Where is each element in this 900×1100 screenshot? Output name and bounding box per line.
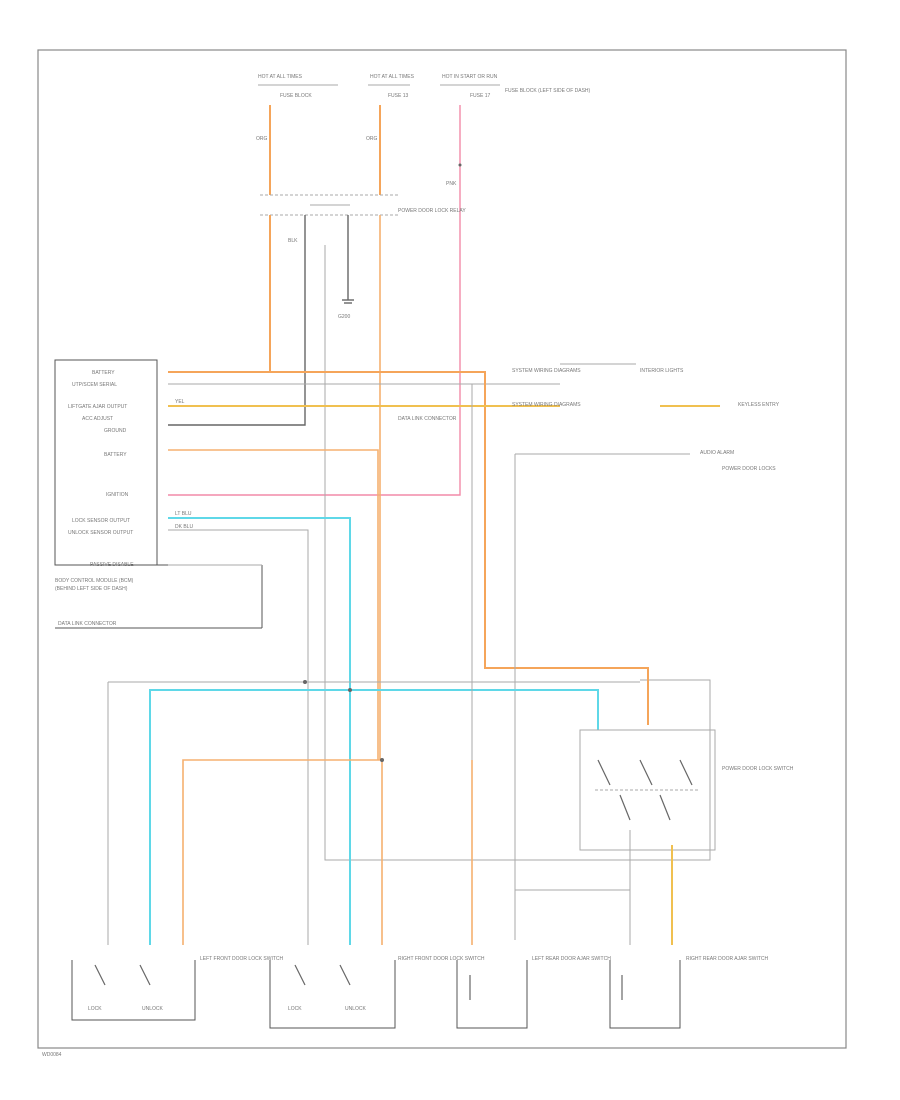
switch-lr: LEFT REAR DOOR AJAR SWITCH: [456, 956, 611, 1029]
bcm-name: BODY CONTROL MODULE (BCM): [55, 578, 134, 584]
wl-org-2: ORG: [366, 136, 378, 142]
wire-cyan-lock: [168, 517, 351, 945]
lf-switch-name: LEFT FRONT DOOR LOCK SWITCH: [200, 956, 284, 962]
wl-yel: YEL: [175, 399, 185, 405]
ref-1: SYSTEM WIRING DIAGRAMS: [512, 368, 581, 374]
bcm-location: (BEHIND LEFT SIDE OF DASH): [55, 586, 128, 592]
fuse-1-label: HOT AT ALL TIMES: [258, 74, 303, 80]
rf-switch-name: RIGHT FRONT DOOR LOCK SWITCH: [398, 956, 485, 962]
switch-rf: RIGHT FRONT DOOR LOCK SWITCH LOCK UNLOCK: [269, 956, 485, 1029]
data-link-label: DATA LINK CONNECTOR: [398, 416, 457, 422]
wire-org-liftgate: [168, 371, 649, 725]
bcm-pin-7: IGNITION: [106, 492, 129, 498]
footer-code: WD0084: [42, 1052, 62, 1058]
fuse-block-note: FUSE BLOCK (LEFT SIDE OF DASH): [505, 88, 591, 94]
bcm-box: [54, 359, 158, 566]
bcm-pin-5: GROUND: [104, 428, 127, 434]
ref-3-note: POWER DOOR LOCKS: [722, 466, 776, 472]
bcm-pin-1: BATTERY: [92, 370, 115, 376]
rf-unlock: UNLOCK: [345, 1006, 367, 1012]
wire-gray-unlock: [168, 529, 309, 945]
rf-lock: LOCK: [288, 1006, 302, 1012]
fuse-3-label: HOT IN START OR RUN: [442, 74, 498, 80]
lf-lock: LOCK: [88, 1006, 102, 1012]
wire-org-battery2: [168, 449, 379, 760]
bcm-pin-4: ACC ADJUST: [82, 416, 113, 422]
bcm-pin-2: UTP/SCEM SERIAL: [72, 382, 117, 388]
wire-org-lf: [182, 759, 382, 945]
wl-pnk: PNK: [446, 181, 457, 187]
bcm-module: BATTERY UTP/SCEM SERIAL LIFTGATE AJAR OU…: [54, 359, 263, 629]
ground-label: G200: [338, 314, 350, 320]
ref-1-note: INTERIOR LIGHTS: [640, 368, 684, 374]
wire-org-bcm-battery: [168, 215, 271, 373]
bcm-pin-8: LOCK SENSOR OUTPUT: [72, 518, 130, 524]
diagram-frame: [37, 49, 847, 1049]
ref-3: AUDIO ALARM: [700, 450, 734, 456]
ref-group: SYSTEM WIRING DIAGRAMS INTERIOR LIGHTS S…: [512, 363, 780, 940]
wire-gray-1: [324, 245, 711, 861]
relay-junction: POWER DOOR LOCK RELAY: [260, 194, 466, 216]
fuse-2-name: FUSE 13: [388, 93, 409, 99]
fuse-3-name: FUSE 17: [470, 93, 491, 99]
wl-org-1: ORG: [256, 136, 268, 142]
power-door-lock-switch: POWER DOOR LOCK SWITCH: [579, 729, 794, 851]
switch-rr: RIGHT REAR DOOR AJAR SWITCH: [609, 956, 769, 1029]
bcm-pin-3: LIFTGATE AJAR OUTPUT: [68, 404, 127, 410]
dlc-label: DATA LINK CONNECTOR: [58, 621, 117, 627]
lf-unlock: UNLOCK: [142, 1006, 164, 1012]
wire-fuse3-pink: [168, 105, 461, 496]
rr-switch-name: RIGHT REAR DOOR AJAR SWITCH: [686, 956, 769, 962]
fuse-block: HOT AT ALL TIMES HOT AT ALL TIMES HOT IN…: [258, 74, 591, 99]
wire-blk-1: [168, 215, 306, 426]
wl-dkblu: DK BLU: [175, 524, 193, 530]
fuse-2-label: HOT AT ALL TIMES: [370, 74, 415, 80]
wire-cyan-lf: [149, 689, 599, 945]
bcm-pin-6: BATTERY: [104, 452, 127, 458]
ref-2: SYSTEM WIRING DIAGRAMS: [512, 402, 581, 408]
bcm-pin-10: PASSIVE DISABLE: [90, 562, 134, 568]
wl-blk: BLK: [288, 238, 298, 244]
ref-2-note: KEYLESS ENTRY: [738, 402, 780, 408]
wl-ltblu: LT BLU: [175, 511, 192, 517]
master-switch-label: POWER DOOR LOCK SWITCH: [722, 766, 794, 772]
lr-switch-name: LEFT REAR DOOR AJAR SWITCH: [532, 956, 611, 962]
relay-label: POWER DOOR LOCK RELAY: [398, 208, 466, 214]
switch-lf: LEFT FRONT DOOR LOCK SWITCH LOCK UNLOCK: [71, 956, 284, 1021]
bcm-pin-9: UNLOCK SENSOR OUTPUT: [68, 530, 133, 536]
fuse-1-name: FUSE BLOCK: [280, 93, 312, 99]
